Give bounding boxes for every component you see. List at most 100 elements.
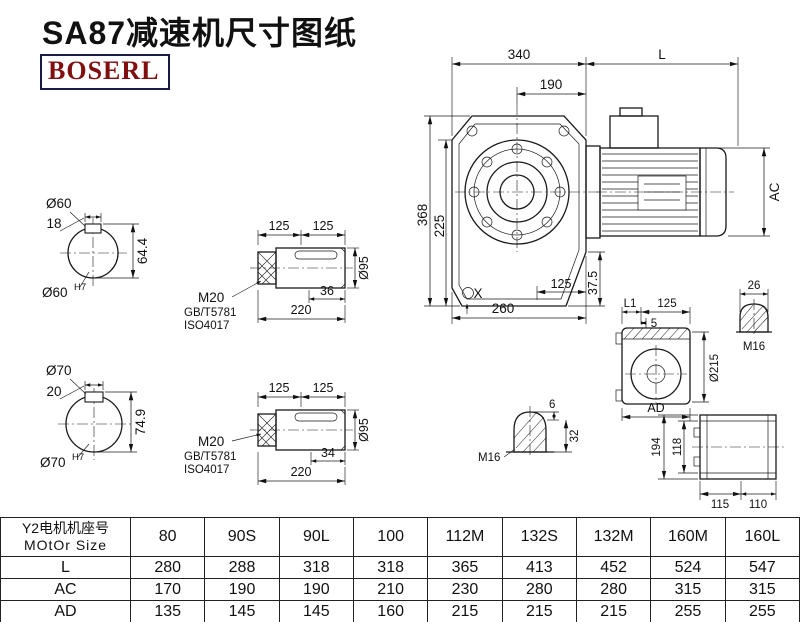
table-row-L: L 280 288 318 318 365 413 452 524 547 [0, 556, 800, 579]
brand-logo: BOSERL [40, 54, 170, 90]
row-label: AD [0, 600, 131, 622]
gearbox-front-view: 340 L 190 368 225 37.5 125 260 X [415, 47, 739, 324]
standard-iso-bottom: ISO4017 [184, 464, 229, 476]
dim-190: 190 [540, 77, 563, 92]
cell: 255 [650, 600, 726, 622]
dim-225: 225 [432, 215, 447, 238]
standard-gb-bottom: GB/T5781 [184, 451, 236, 463]
standard-gb-top: GB/T5781 [184, 307, 236, 319]
col-header: 160M [650, 517, 726, 557]
cell: 315 [724, 578, 800, 601]
cell: 210 [352, 578, 429, 601]
technical-drawing: Ø60 18 64.4 Ø60 H7 Ø70 20 [40, 47, 784, 511]
header-motor-size-en: MOtOr Size [23, 537, 108, 553]
col-header: 160L [724, 517, 800, 557]
thread-label-m16-side: M16 [743, 341, 765, 353]
dim-74-9: 74.9 [133, 409, 148, 435]
cell: 255 [724, 600, 800, 622]
cell: 215 [501, 600, 577, 622]
cell: 413 [501, 556, 577, 579]
cell: 280 [501, 578, 577, 601]
thread-label-top: M20 [198, 290, 224, 305]
cell: 190 [278, 578, 354, 601]
dim-220-top: 220 [291, 303, 312, 317]
page-title: SA87减速机尺寸图纸 [42, 15, 358, 51]
dim-340: 340 [508, 47, 531, 62]
dim-110: 110 [749, 499, 767, 511]
table-row-AC: AC 170 190 190 210 230 280 280 315 315 [0, 578, 800, 601]
header-motor-size-cn: Y2电机机座号 [21, 520, 110, 536]
cell: 145 [278, 600, 354, 622]
cell: 135 [129, 600, 206, 622]
col-header: 132S [501, 517, 577, 557]
dim-125-bot-left: 125 [269, 381, 290, 395]
dim-215: Ø215 [709, 354, 721, 382]
col-header: 132M [575, 517, 652, 557]
dim-34: 34 [321, 446, 335, 460]
table-row-AD: AD 135 145 145 160 215 215 215 255 255 [0, 600, 800, 622]
cell: 160 [352, 600, 429, 622]
dia-label-60: Ø60 [46, 196, 72, 211]
cell: 318 [352, 556, 429, 579]
shaft-detail-top: 125 125 M20 GB/T5781 ISO4017 36 220 [184, 219, 371, 332]
cell: 280 [575, 578, 652, 601]
dim-6: 6 [549, 399, 555, 411]
fit-tolerance-60: H7 [74, 282, 86, 293]
col-header: 80 [129, 517, 206, 557]
cell: 315 [650, 578, 726, 601]
cell: 547 [724, 556, 800, 579]
dim-5: 5 [651, 318, 657, 330]
row-label: L [0, 556, 131, 579]
cell: 170 [129, 578, 206, 601]
dia-label-70: Ø70 [46, 363, 72, 378]
dim-220-bottom: 220 [291, 465, 312, 479]
fit-label-60: Ø60 [42, 285, 68, 300]
cell: 215 [427, 600, 503, 622]
cell: 145 [204, 600, 280, 622]
dim-L1: L1 [624, 298, 637, 310]
dim-115: 115 [711, 499, 729, 511]
col-header: 90L [278, 517, 354, 557]
dim-125-top-left: 125 [269, 219, 290, 233]
col-header: 100 [352, 517, 429, 557]
cell: 524 [650, 556, 726, 579]
cell: 288 [204, 556, 280, 579]
cell: 230 [427, 578, 503, 601]
dim-32: 32 [569, 430, 581, 443]
standard-iso-top: ISO4017 [184, 320, 229, 332]
dim-194: 194 [651, 437, 663, 457]
cell: 280 [129, 556, 206, 579]
dim-AD: AD [647, 401, 664, 415]
dim-260: 260 [492, 301, 515, 316]
dim-118: 118 [672, 438, 684, 456]
dim-26: 26 [748, 280, 761, 292]
thread-label-bottom: M20 [198, 434, 224, 449]
dim-18: 18 [46, 216, 61, 231]
dim-37-5: 37.5 [586, 271, 600, 295]
plug-side-view: 26 M16 [736, 280, 772, 353]
dim-AC: AC [767, 182, 782, 201]
table-header-motor-size: Y2电机机座号 MOtOr Size [0, 517, 131, 557]
dim-125-side: 125 [657, 298, 676, 310]
cell: 190 [204, 578, 280, 601]
row-label: AC [0, 578, 131, 601]
table-header-row: Y2电机机座号 MOtOr Size 80 90S 90L 100 112M 1… [0, 517, 800, 557]
motor-size-table: Y2电机机座号 MOtOr Size 80 90S 90L 100 112M 1… [0, 517, 800, 622]
shaft-section-70: Ø70 20 74.9 Ø70 H7 [40, 363, 148, 470]
dim-20: 20 [46, 384, 61, 399]
plug-bottom-view: 6 32 M16 [478, 399, 581, 464]
col-header: 112M [427, 517, 503, 557]
fit-tolerance-70: H7 [72, 452, 84, 463]
x-marker: X [473, 286, 482, 301]
dim-368: 368 [415, 204, 430, 227]
output-flange-view: 194 118 115 110 [651, 414, 784, 511]
col-header: 90S [204, 517, 280, 557]
motor-view: AC [585, 107, 782, 239]
dim-125-bot-right: 125 [313, 381, 334, 395]
dim-d95-top: Ø95 [357, 256, 371, 280]
fit-label-70: Ø70 [40, 455, 66, 470]
shaft-detail-bottom: 125 125 M20 GB/T5781 ISO4017 34 220 [184, 381, 371, 485]
dim-125-top-right: 125 [313, 219, 334, 233]
gearbox-side-view: L1 125 5 Ø215 AD [615, 298, 721, 421]
